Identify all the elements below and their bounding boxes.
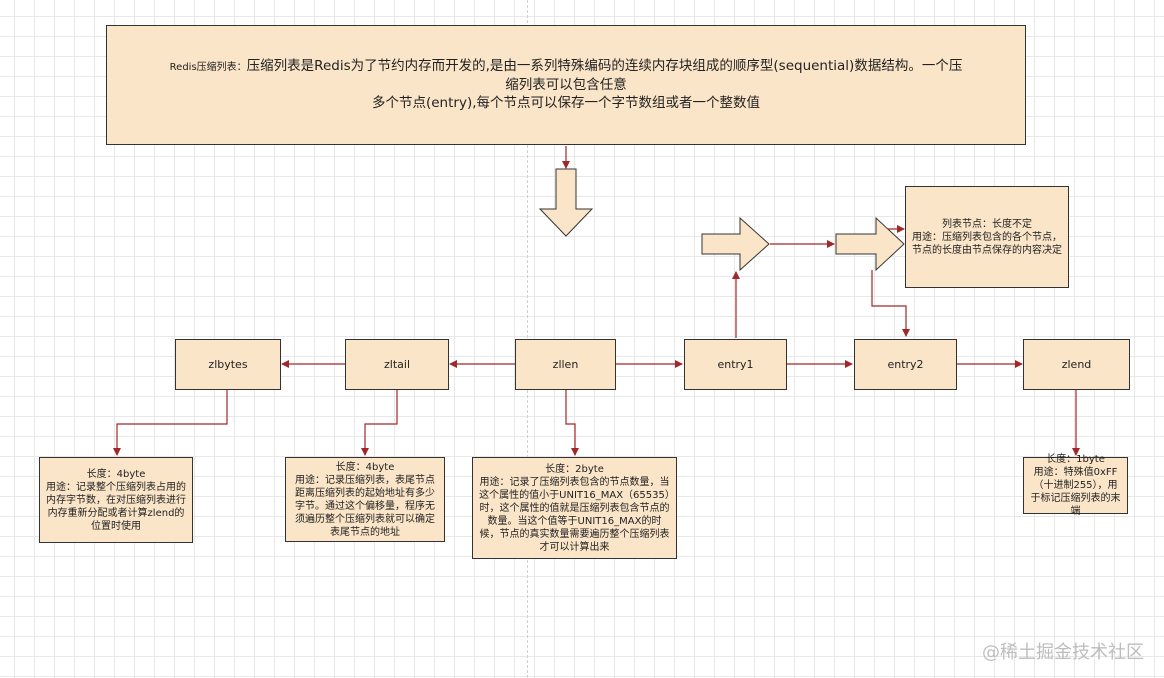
arrow-zltail-note bbox=[361, 390, 398, 456]
note-zllen-length: 长度：2byte bbox=[545, 463, 604, 475]
note-zlend-usage: 用途：特殊值0xFF（十进制255），用于标记压缩列表的末端 bbox=[1030, 467, 1121, 517]
note-zlbytes-usage: 用途：记录整个压缩列表占用的内存字节数，在对压缩列表进行内存重新分配或者计算zl… bbox=[46, 481, 186, 532]
note-zlend-length: 长度：1byte bbox=[1046, 454, 1105, 465]
title-prefix: Redis压缩列表： bbox=[169, 61, 247, 73]
note-zlend: 长度：1byte 用途：特殊值0xFF（十进制255），用于标记压缩列表的末端 bbox=[1023, 454, 1128, 517]
title-text-1: 压缩列表是Redis为了节约内存而开发的,是由一系列特殊编码的连续内存块组成的顺… bbox=[246, 57, 963, 93]
note-entry-usage: 用途：压缩列表包含的各个节点，节点的长度由节点保存的内容决定 bbox=[912, 231, 1062, 256]
title-box: Redis压缩列表：压缩列表是Redis为了节约内存而开发的,是由一系列特殊编码… bbox=[106, 25, 1026, 145]
node-zlbytes: zlbytes bbox=[175, 339, 281, 390]
arrow-zlbytes-note bbox=[113, 390, 228, 456]
block-arrow-down bbox=[538, 168, 594, 237]
node-zltail: zltail bbox=[345, 339, 449, 390]
arrow-block2-entry2 bbox=[871, 270, 910, 337]
note-zlbytes: 长度：4byte 用途：记录整个压缩列表占用的内存字节数，在对压缩列表进行内存重… bbox=[39, 457, 193, 543]
node-zlend: zlend bbox=[1023, 339, 1130, 390]
note-entry-length: 列表节点：长度不定 bbox=[942, 218, 1032, 230]
node-zllen: zllen bbox=[515, 339, 616, 390]
note-entry: 列表节点：长度不定 用途：压缩列表包含的各个节点，节点的长度由节点保存的内容决定 bbox=[905, 186, 1069, 288]
node-entry1: entry1 bbox=[684, 339, 787, 390]
watermark: @稀土掘金技术社区 bbox=[982, 642, 1144, 663]
note-zllen-usage: 用途：记录了压缩列表包含的节点数量，当这个属性的值小于UNIT16_MAX（65… bbox=[479, 476, 670, 553]
title-line-2: 多个节点(entry),每个节点可以保存一个字节数组或者一个整数值 bbox=[371, 95, 761, 112]
block-arrow-right-2 bbox=[835, 216, 905, 272]
arrow-zllen-note bbox=[565, 390, 579, 456]
title-line-1: Redis压缩列表：压缩列表是Redis为了节约内存而开发的,是由一系列特殊编码… bbox=[167, 57, 965, 95]
note-zltail-usage: 用途：记录压缩列表，表尾节点距离压缩列表的起始地址有多少字节。通过这个偏移量，程… bbox=[295, 474, 435, 538]
note-zllen: 长度：2byte 用途：记录了压缩列表包含的节点数量，当这个属性的值小于UNIT… bbox=[472, 457, 677, 559]
note-zltail-length: 长度：4byte bbox=[335, 461, 395, 473]
note-zltail: 长度：4byte 用途：记录压缩列表，表尾节点距离压缩列表的起始地址有多少字节。… bbox=[285, 457, 445, 542]
block-arrow-right-1 bbox=[701, 216, 770, 272]
node-entry2: entry2 bbox=[854, 339, 957, 390]
note-zlbytes-length: 长度：4byte bbox=[86, 468, 146, 480]
